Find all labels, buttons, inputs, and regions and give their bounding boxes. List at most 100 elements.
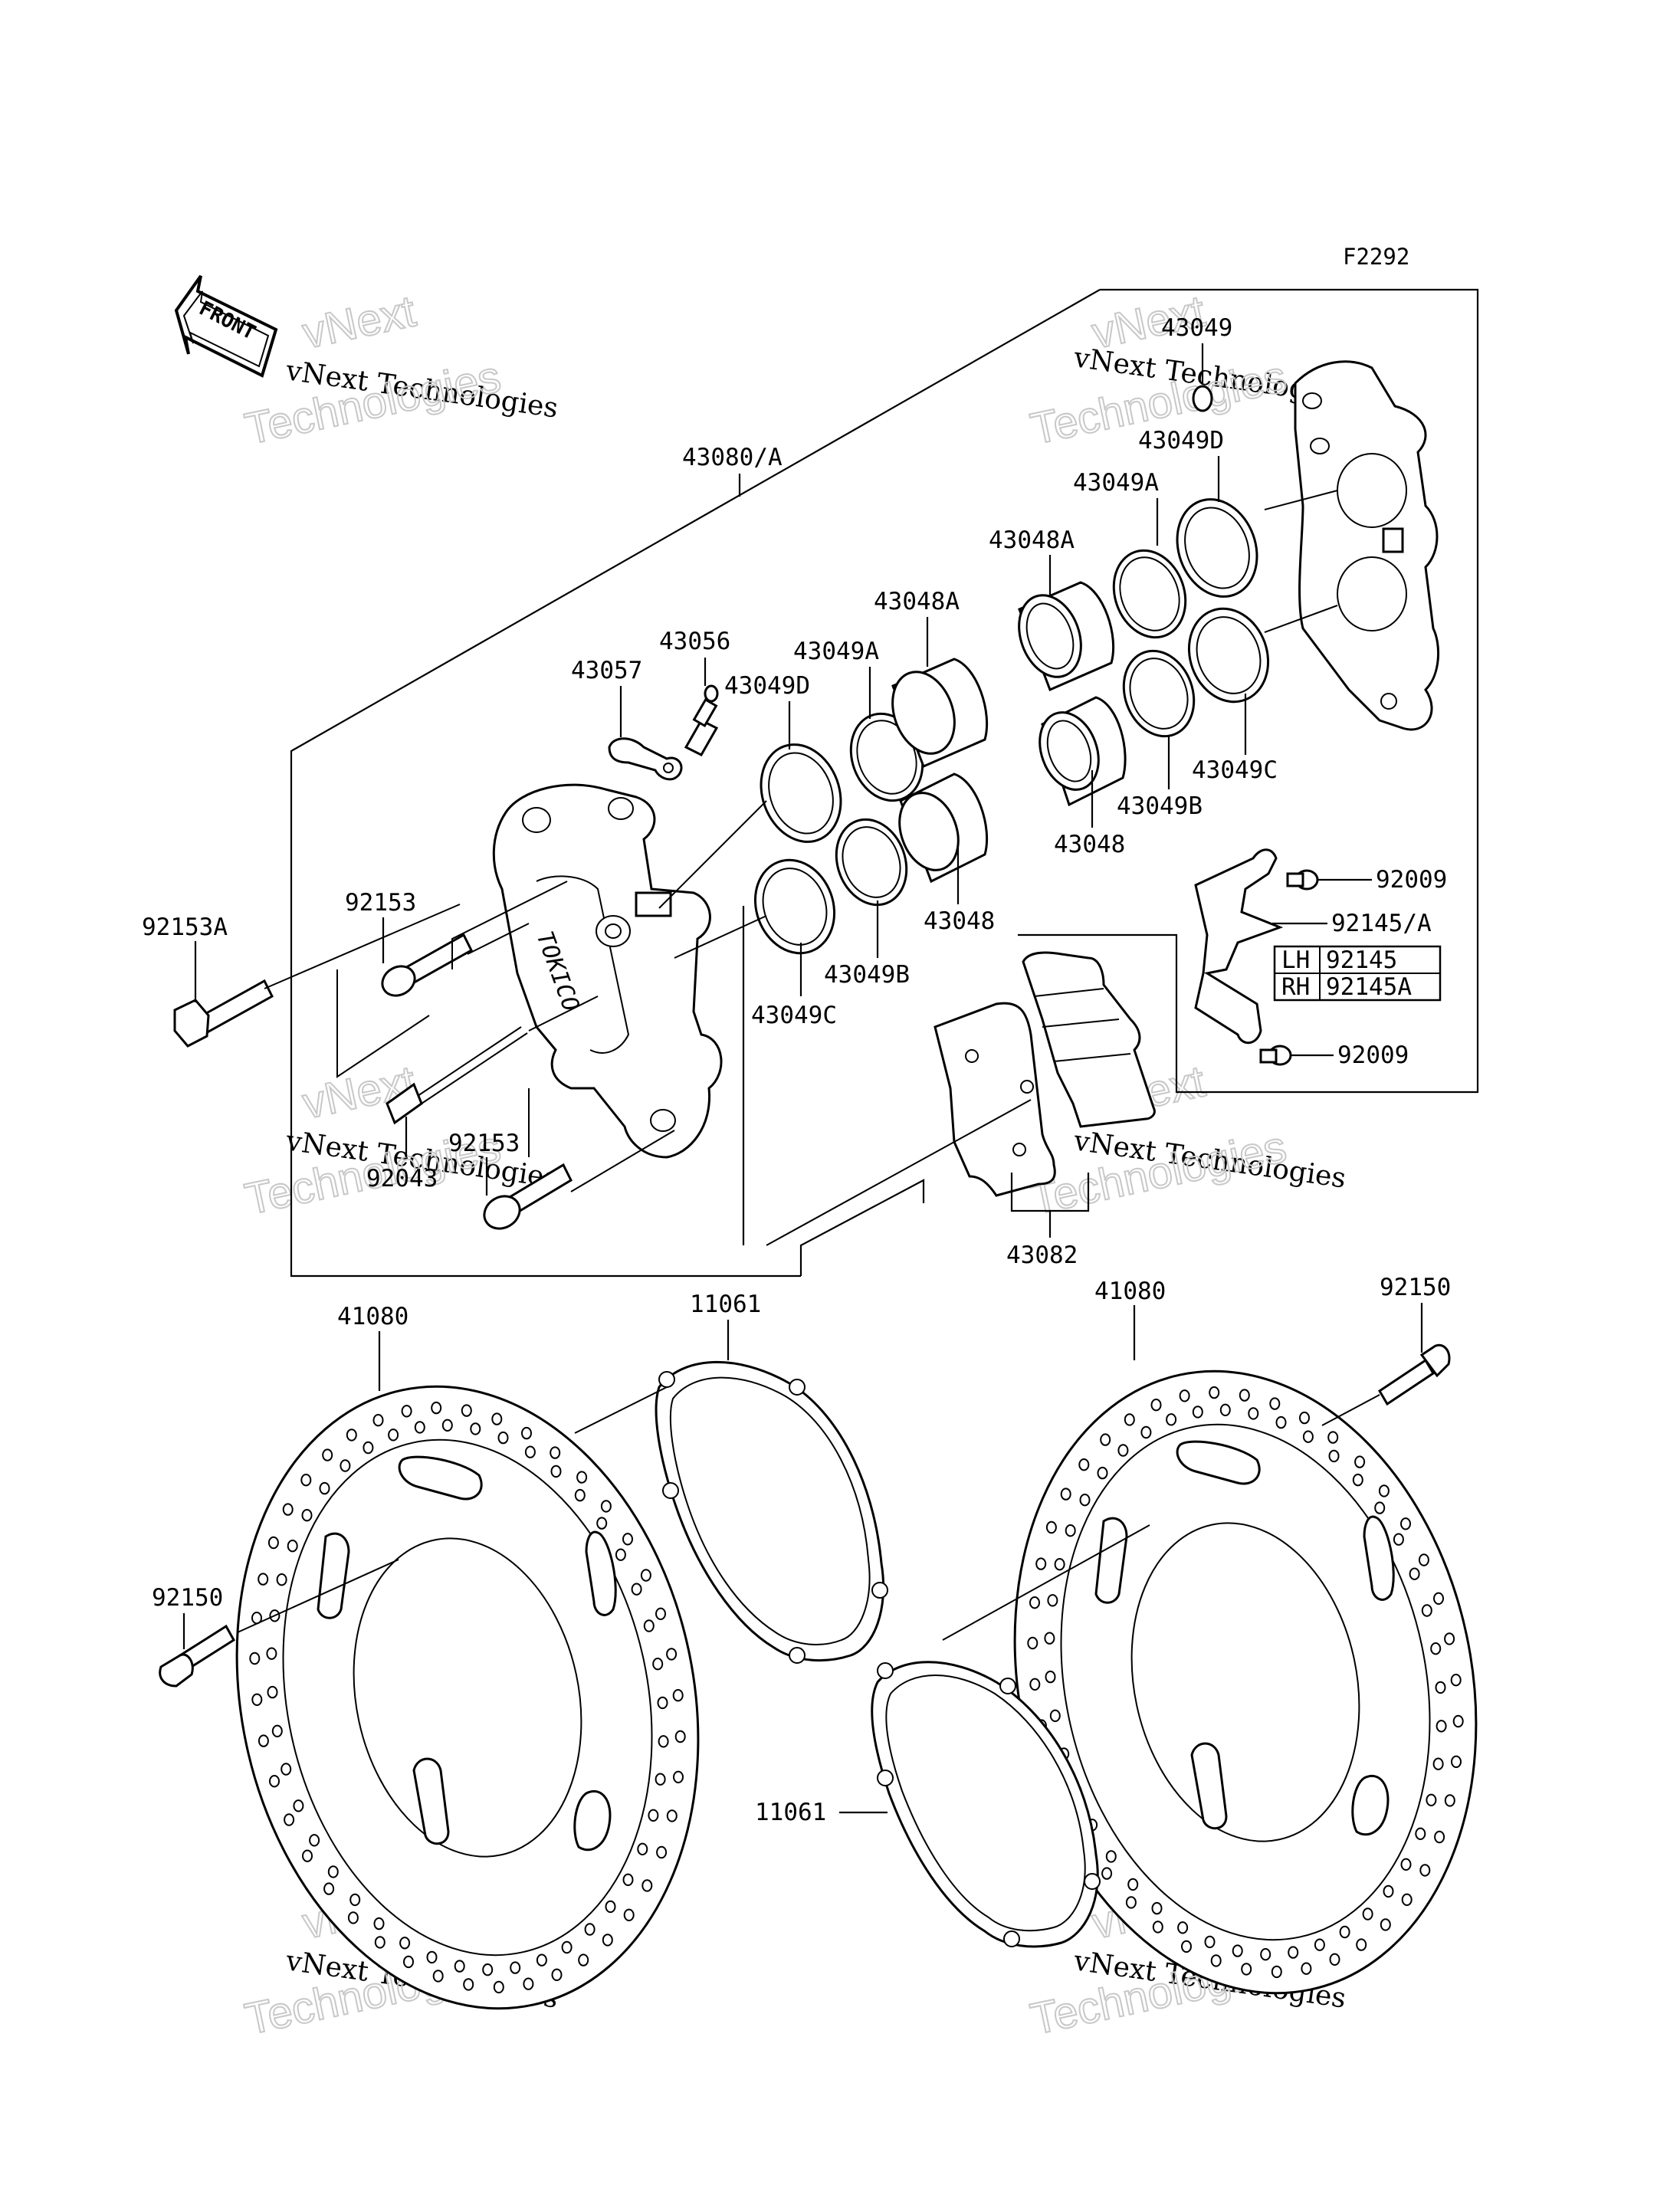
disc-drill-hole <box>267 1685 278 1699</box>
bolt-92153-lower <box>483 1163 573 1230</box>
callout-43048-right: 43048 <box>1054 831 1125 858</box>
disc-drill-hole <box>672 1689 684 1702</box>
disc-drill-hole <box>641 1879 653 1892</box>
disc-drill-hole <box>1450 1674 1462 1687</box>
callout-92150-left: 92150 <box>152 1584 223 1612</box>
disc-drill-hole <box>1100 1433 1111 1446</box>
disc-drill-hole <box>287 1540 298 1553</box>
disc-drill-hole <box>363 1441 374 1455</box>
disc-drill-hole <box>1241 1963 1252 1976</box>
disc-drill-hole <box>1078 1458 1090 1471</box>
disc-drill-hole <box>1260 1948 1271 1961</box>
disc-drill-hole <box>1383 1884 1394 1898</box>
callout-43048A-right: 43048A <box>989 526 1075 554</box>
disc-drill-hole <box>622 1533 633 1546</box>
pad-spring-bracket-92145 <box>1194 848 1284 1045</box>
callout-43049A-left: 43049A <box>793 638 879 665</box>
disc-drill-hole <box>399 1937 411 1950</box>
callout-92145: 92145/A <box>1331 910 1432 937</box>
seal-43049B-right <box>1122 649 1196 738</box>
disc-drill-hole <box>1301 1962 1312 1975</box>
disc-drill-hole <box>1097 1466 1108 1480</box>
disc-drill-hole <box>605 1900 616 1914</box>
disc-drill-hole <box>401 1405 412 1418</box>
disc-drill-hole <box>657 1696 668 1710</box>
disc-drill-hole <box>1239 1389 1250 1402</box>
disc-drill-hole <box>1380 1918 1391 1931</box>
disc-drill-hole <box>491 1412 503 1425</box>
disc-drill-hole <box>1177 1921 1189 1934</box>
variant-row-rh-part: 92145A <box>1326 973 1412 1001</box>
disc-drill-hole <box>1328 1449 1340 1463</box>
disc-drill-hole <box>282 1503 294 1516</box>
disc-drill-hole <box>1451 1755 1462 1769</box>
callout-92150-right: 92150 <box>1380 1274 1451 1301</box>
disc-drill-hole <box>1029 1678 1041 1691</box>
screw-92009-bottom <box>1259 1045 1292 1066</box>
disc-drill-hole <box>347 1911 359 1924</box>
disc-drill-hole <box>1401 1893 1413 1907</box>
disc-drill-hole <box>1415 1827 1426 1841</box>
disc-drill-hole <box>293 1799 304 1812</box>
variant-row-lh-side: LH <box>1281 946 1310 974</box>
callout-labels: 43080/A 43049 43049D 43049A 43048A 43048… <box>142 314 1451 1826</box>
disc-drill-hole <box>576 1471 588 1484</box>
disc-drill-hole <box>309 1834 320 1847</box>
disc-drill-hole <box>1314 1938 1325 1951</box>
disc-drill-hole <box>284 1813 295 1826</box>
callout-43049C-right: 43049C <box>1192 756 1278 784</box>
disc-drill-hole <box>656 1845 668 1859</box>
gasket-11061-bottom <box>871 1661 1101 1948</box>
disc-drill-hole <box>373 1917 385 1930</box>
disc-drill-hole <box>1219 1403 1231 1417</box>
seal-43049B-left <box>835 818 908 907</box>
disc-drill-hole <box>1065 1524 1076 1537</box>
disc-drill-hole <box>584 1923 596 1936</box>
disc-drill-hole <box>655 1773 666 1786</box>
disc-drill-hole <box>623 1908 635 1922</box>
pin-92043 <box>386 1026 528 1125</box>
disc-drill-hole <box>1181 1940 1192 1953</box>
disc-drill-hole <box>637 1842 648 1856</box>
svg-text:vNext: vNext <box>298 286 420 358</box>
callout-43049B-right: 43049B <box>1117 792 1203 820</box>
brake-disc-41080-right <box>1013 1369 1478 1995</box>
disc-drill-hole <box>374 1936 386 1949</box>
disc-drill-hole <box>1044 1632 1055 1645</box>
disc-drill-hole <box>631 1583 642 1596</box>
disc-drill-hole <box>1374 1501 1386 1514</box>
disc-drill-hole <box>1356 1938 1367 1951</box>
variant-row-rh-side: RH <box>1281 973 1310 1001</box>
disc-drill-hole <box>1117 1444 1129 1457</box>
callout-11061-bottom: 11061 <box>755 1799 826 1826</box>
callout-43049B-left: 43049B <box>824 961 910 989</box>
disc-drill-hole <box>1248 1407 1259 1420</box>
bolt-92150-left <box>159 1624 235 1688</box>
disc-drill-hole <box>673 1770 684 1784</box>
disc-drill-hole <box>319 1481 330 1495</box>
disc-drill-hole <box>602 1934 613 1947</box>
disc-drill-hole <box>1288 1946 1299 1959</box>
figure-code: F2292 <box>1343 244 1409 270</box>
bleeder-valve-43056 <box>684 684 719 756</box>
disc-drill-hole <box>600 1500 612 1513</box>
disc-drill-hole <box>441 1419 453 1432</box>
disc-drill-hole <box>1047 1594 1058 1607</box>
disc-drill-hole <box>1127 1878 1139 1891</box>
callout-43049D-right: 43049D <box>1138 427 1224 454</box>
disc-drill-hole <box>1140 1425 1152 1439</box>
disc-drill-hole <box>346 1429 357 1442</box>
disc-drill-hole <box>666 1809 678 1822</box>
disc-drill-hole <box>1210 1954 1222 1967</box>
washer-43049 <box>1192 385 1213 412</box>
callout-11061-top: 11061 <box>690 1291 761 1318</box>
disc-drill-hole <box>1433 1592 1444 1606</box>
disc-drill-hole <box>249 1652 261 1665</box>
disc-drill-hole <box>1432 1757 1444 1770</box>
bolt-92153-upper <box>381 933 473 997</box>
disc-drill-hole <box>1151 1901 1163 1915</box>
caliper-body-left: TOKICO <box>492 783 723 1159</box>
disc-drill-hole <box>1179 1389 1190 1402</box>
disc-drill-hole <box>643 1619 655 1632</box>
